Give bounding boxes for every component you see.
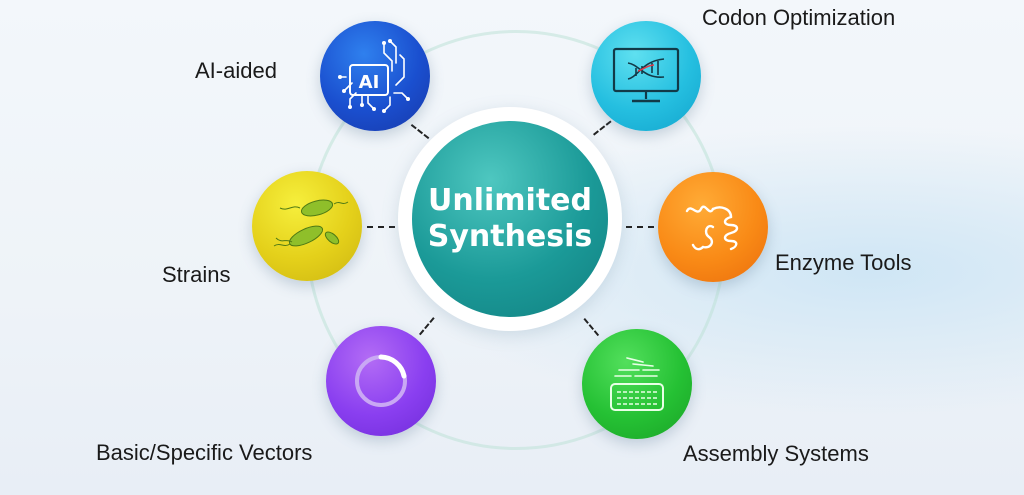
label-ai-aided: AI-aided <box>195 58 277 83</box>
label-codon-optimization: Codon Optimization <box>702 5 896 30</box>
node-codon-optimization <box>591 21 701 131</box>
label-strains: Strains <box>162 262 231 287</box>
node-ai-aided: AI <box>320 21 430 131</box>
node-basic-specific-vectors <box>326 326 436 436</box>
center-title-line2: Synthesis <box>427 219 593 254</box>
plasmid-ring-icon <box>355 354 407 407</box>
ai-chip-icon: AI <box>338 39 410 113</box>
node-enzyme-tools <box>658 172 768 282</box>
connector-strains <box>367 226 395 228</box>
protein-helix-icon <box>685 205 739 251</box>
ai-chip-text: AI <box>359 72 380 93</box>
label-enzyme-tools: Enzyme Tools <box>775 250 912 275</box>
dna-fragments-icon <box>610 357 664 411</box>
center-title-line1: Unlimited <box>428 183 592 218</box>
label-basic-specific-vectors: Basic/Specific Vectors <box>96 440 313 465</box>
bacteria-icon <box>273 199 349 247</box>
center-hub: Unlimited Synthesis <box>412 121 608 317</box>
node-assembly-systems <box>582 329 692 439</box>
monitor-dna-icon <box>612 47 680 103</box>
label-assembly-systems: Assembly Systems <box>683 441 869 466</box>
connector-enzyme <box>626 226 654 228</box>
node-strains <box>252 171 362 281</box>
